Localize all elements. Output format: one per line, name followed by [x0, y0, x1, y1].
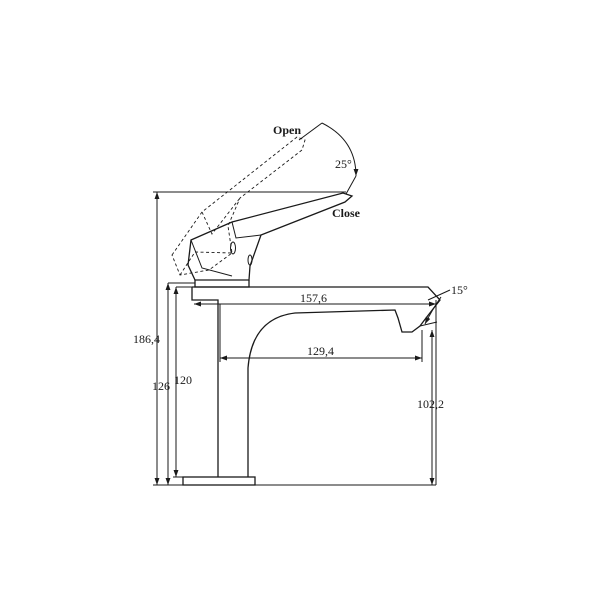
label-close: Close [332, 206, 361, 220]
label-spout-angle: 15° [451, 283, 468, 297]
temperature-indicator [230, 241, 236, 255]
temperature-indicator-back [247, 254, 253, 266]
label-lever-angle: 25° [335, 157, 352, 171]
label-open: Open [273, 123, 301, 137]
lever-closed [187, 192, 354, 281]
dim-spout-inner-reach: 129,4 [307, 344, 334, 358]
lever-closed-inner [190, 221, 262, 277]
aerator [419, 321, 438, 327]
dim-total-height: 186,4 [133, 332, 160, 346]
dim-body-height: 126 [152, 379, 170, 393]
dim-spout-reach: 157,6 [300, 291, 327, 305]
dim-inner-height: 120 [174, 373, 192, 387]
base-plate [182, 476, 256, 486]
lever-open [171, 136, 306, 276]
faucet-outline [182, 280, 441, 486]
lever-angle-indicator [298, 122, 359, 195]
body-and-spout [191, 286, 441, 477]
spout-angle-indicator [424, 289, 451, 325]
lever-open-outline [171, 136, 306, 276]
dimension-lines [153, 191, 437, 486]
dim-outlet-height: 102,2 [417, 397, 444, 411]
lever-open-inner [179, 197, 241, 276]
collar [194, 280, 250, 288]
